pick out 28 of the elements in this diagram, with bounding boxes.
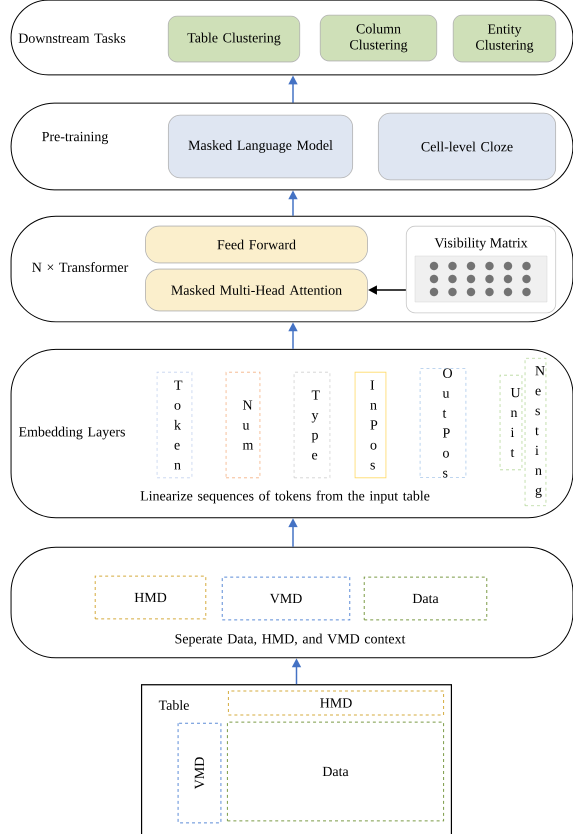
embedding-box: Type: [294, 372, 330, 478]
task-box: Entity Clustering: [452, 14, 556, 62]
context-box: Data: [364, 576, 488, 620]
objective-box: Masked Language Model: [168, 114, 354, 178]
embedding-box: Nesting: [524, 358, 546, 506]
band-title: Pre-training: [42, 132, 108, 144]
context-box: HMD: [228, 690, 444, 716]
table-title: Table: [158, 700, 189, 710]
context-box: Data: [226, 722, 444, 822]
band-title: Downstream Tasks: [18, 33, 126, 43]
band-title: Seperate Data, HMD, and VMD context: [176, 634, 406, 646]
layer-box: Masked Multi-Head Attention: [145, 268, 368, 312]
context-box: VMD: [178, 722, 222, 824]
embedding-box: Unit: [500, 374, 522, 470]
band-title: Linearize sequences of tokens from the input table: [140, 490, 430, 504]
panel-title: Visibility Matrix: [434, 238, 528, 250]
band-title: Embedding Layers: [18, 426, 125, 440]
embedding-box: Num: [226, 372, 260, 478]
context-box: VMD: [222, 576, 350, 620]
context-box: HMD: [94, 576, 206, 620]
band-title: N × Transformer: [32, 262, 128, 272]
embedding-box: Out Pos: [420, 368, 466, 478]
embedding-box: Token: [156, 372, 192, 478]
layer-box: Feed Forward: [145, 226, 368, 264]
embedding-box: In Pos: [354, 372, 386, 478]
task-box: Column Clustering: [320, 14, 438, 62]
objective-box: Cell-level Cloze: [378, 112, 556, 180]
task-box: Table Clustering: [168, 16, 300, 62]
